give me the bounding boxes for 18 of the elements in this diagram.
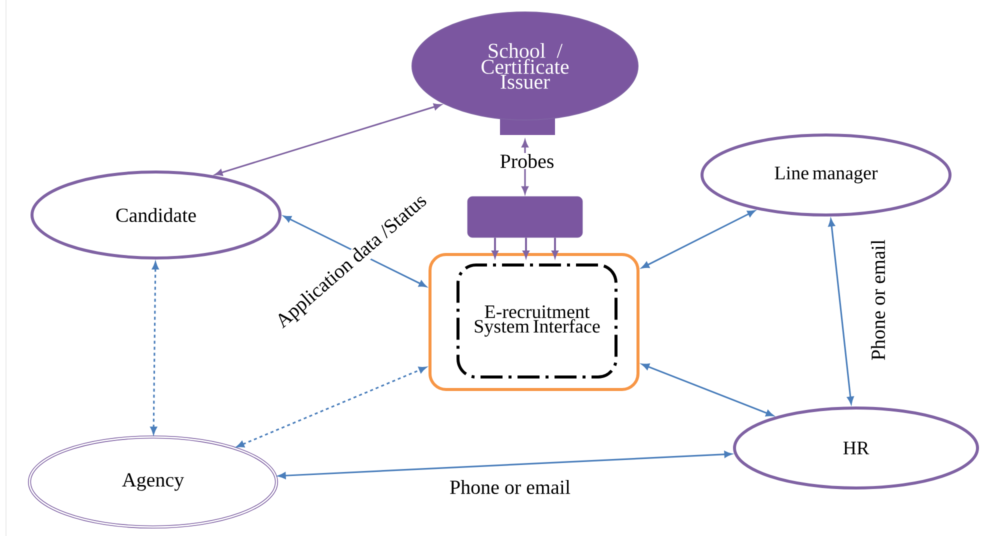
arrow	[522, 140, 528, 194]
arrow	[214, 103, 442, 176]
system-box	[428, 253, 640, 391]
arrow	[236, 366, 426, 448]
edge-label: Phone or email	[448, 478, 572, 496]
arrow	[284, 216, 427, 288]
arrow	[492, 238, 498, 258]
edge-label: Phone or email	[870, 238, 886, 362]
edge-label: Probes	[498, 152, 556, 170]
arrow	[641, 210, 756, 268]
arrow	[828, 218, 854, 404]
arrow	[642, 363, 774, 416]
interface-box: E-recruitment System Interface	[456, 264, 618, 378]
arrow	[522, 238, 530, 258]
arrow	[278, 450, 732, 479]
arrow	[150, 262, 159, 434]
arrow	[552, 238, 558, 258]
probe-block	[467, 196, 583, 238]
